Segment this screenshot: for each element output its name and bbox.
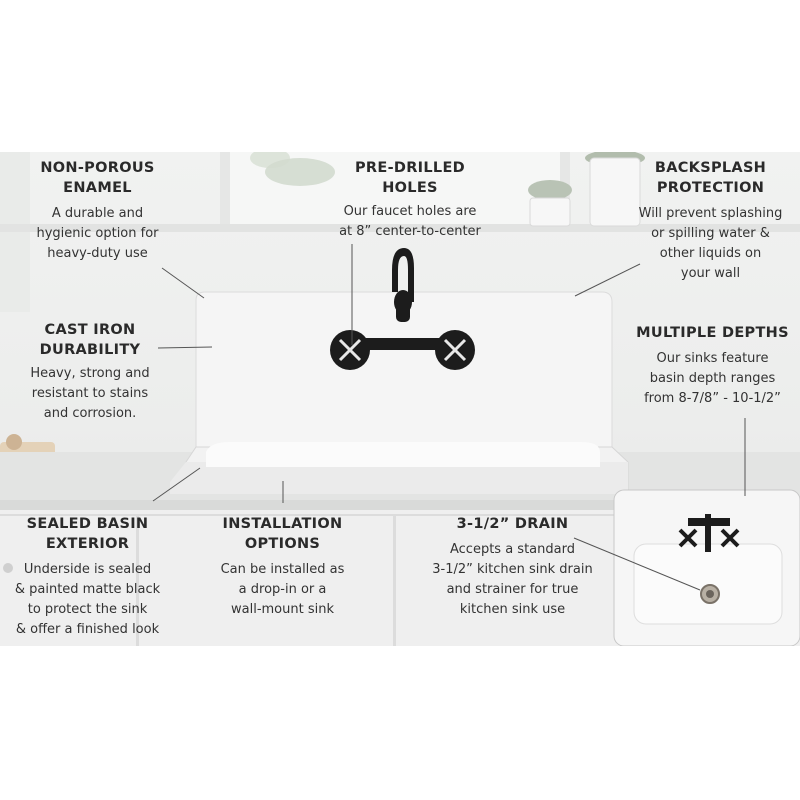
plant-pot-small	[528, 180, 572, 227]
feature-body: Can be installed as a drop-in or a wall-…	[220, 562, 345, 617]
feature-title: SEALED BASIN EXTERIOR	[26, 516, 149, 552]
feature-body: Underside is sealed & painted matte blac…	[14, 562, 161, 637]
feature-drain: 3-1/2” DRAIN Accepts a standard 3-1/2” k…	[420, 514, 605, 620]
feature-non-porous-enamel: NON-POROUS ENAMEL A durable and hygienic…	[20, 158, 175, 264]
feature-title: PRE-DRILLED HOLES	[354, 160, 466, 196]
callout-line-sealed	[152, 467, 201, 502]
kitchen-scene-illustration	[0, 152, 800, 646]
feature-body: Heavy, strong and resistant to stains an…	[30, 366, 150, 421]
callout-line-enamel	[161, 267, 205, 299]
callout-line-drain	[573, 537, 701, 591]
feature-body: Our sinks feature basin depth ranges fro…	[644, 351, 781, 406]
feature-multiple-depths: MULTIPLE DEPTHS Our sinks feature basin …	[630, 323, 795, 409]
feature-pre-drilled-holes: PRE-DRILLED HOLES Our faucet holes are a…	[320, 158, 500, 242]
drain-detail-inset	[613, 489, 800, 646]
feature-title: NON-POROUS ENAMEL	[40, 160, 155, 196]
feature-title: INSTALLATION OPTIONS	[222, 516, 343, 552]
feature-title: MULTIPLE DEPTHS	[636, 325, 789, 341]
feature-body: Our faucet holes are at 8” center-to-cen…	[339, 204, 481, 239]
feature-body: A durable and hygienic option for heavy-…	[36, 206, 159, 261]
feature-title: CAST IRON DURABILITY	[39, 322, 141, 358]
feature-backsplash-protection: BACKSPLASH PROTECTION Will prevent splas…	[628, 158, 793, 284]
feature-body: Accepts a standard 3-1/2” kitchen sink d…	[432, 542, 593, 617]
faucet	[330, 248, 475, 370]
feature-title: BACKSPLASH PROTECTION	[654, 160, 767, 196]
callout-line-backsplash	[574, 263, 641, 297]
feature-cast-iron-durability: CAST IRON DURABILITY Heavy, strong and r…	[15, 320, 165, 424]
feature-sealed-basin-exterior: SEALED BASIN EXTERIOR Underside is seale…	[10, 514, 165, 640]
plant-pot-large	[585, 152, 645, 227]
feature-installation-options: INSTALLATION OPTIONS Can be installed as…	[200, 514, 365, 620]
feature-title: 3-1/2” DRAIN	[456, 516, 569, 532]
kitchen-background	[0, 152, 800, 646]
callout-line-cast-iron	[157, 346, 213, 349]
feature-body: Will prevent splashing or spilling water…	[638, 206, 783, 281]
plant-left	[250, 152, 335, 186]
